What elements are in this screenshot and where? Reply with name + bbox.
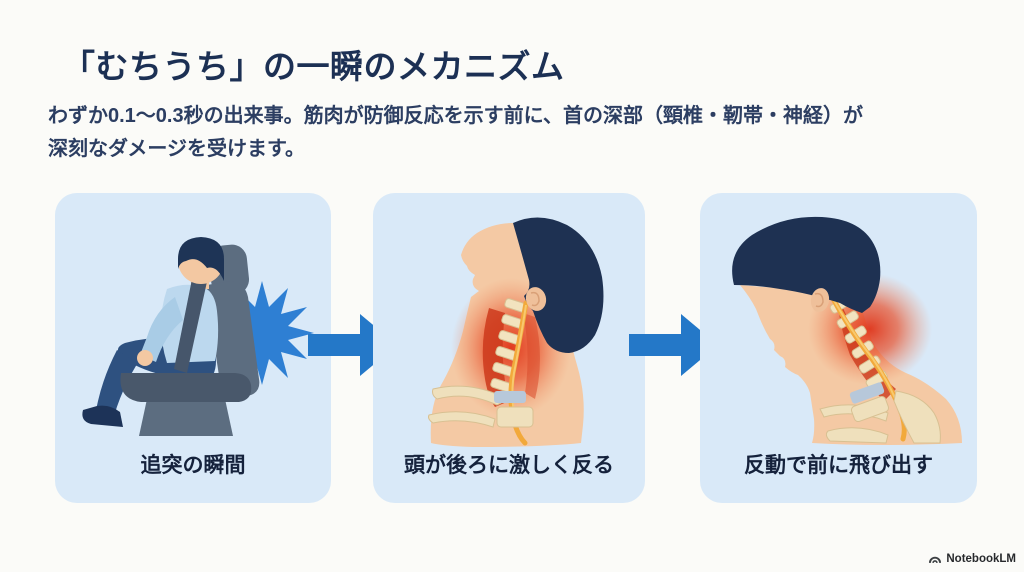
step-caption-2: 頭が後ろに激しく反る [404,454,614,477]
ear-detail [530,291,540,307]
subtitle-line-1: わずか0.1〜0.3秒の出来事。筋肉が防御反応を示す前に、首の深部（頸椎・靭帯・… [48,105,864,127]
step-panel-head-back: 頭が後ろに激しく反る [373,193,645,503]
impact-burst-icon [210,281,314,385]
head-snapping-backward-illustration [428,217,604,447]
step-panel-collision: 追突の瞬間 [55,193,331,503]
arrow-right-icon [629,314,718,376]
car-seat [139,244,260,436]
watermark-label: NotebookLM [946,553,1016,565]
clavicle-ribs [428,385,534,428]
seatbelt [174,277,208,373]
scapula-ribs [819,390,941,444]
head-thrown-forward-illustration [732,216,962,445]
spinal-disc [849,382,885,404]
step-panel-head-forward: 反動で前に飛び出す [700,193,977,503]
seat-cushion [120,373,252,402]
notebooklm-logo-icon [929,556,942,564]
subtitle: わずか0.1〜0.3秒の出来事。筋肉が防御反応を示す前に、首の深部（頸椎・靭帯・… [48,100,863,166]
cervical-vertebrae [490,298,528,393]
spinal-disc [494,391,526,403]
hair [732,216,881,313]
passenger [82,237,224,427]
car-seat-impact-illustration [82,237,314,436]
page-title: 「むちうち」の一瞬のメカニズム [62,48,565,85]
ear [525,287,547,311]
step-caption-1: 追突の瞬間 [140,454,246,477]
ear-detail [814,292,824,308]
hair [513,217,604,353]
step-caption-3: 反動で前に飛び出す [744,454,933,477]
nerve-highlight [830,294,901,412]
subtitle-line-2: 深刻なダメージを受けます。 [48,138,305,160]
watermark: NotebookLM [928,553,1016,565]
neck-muscle [523,313,540,399]
